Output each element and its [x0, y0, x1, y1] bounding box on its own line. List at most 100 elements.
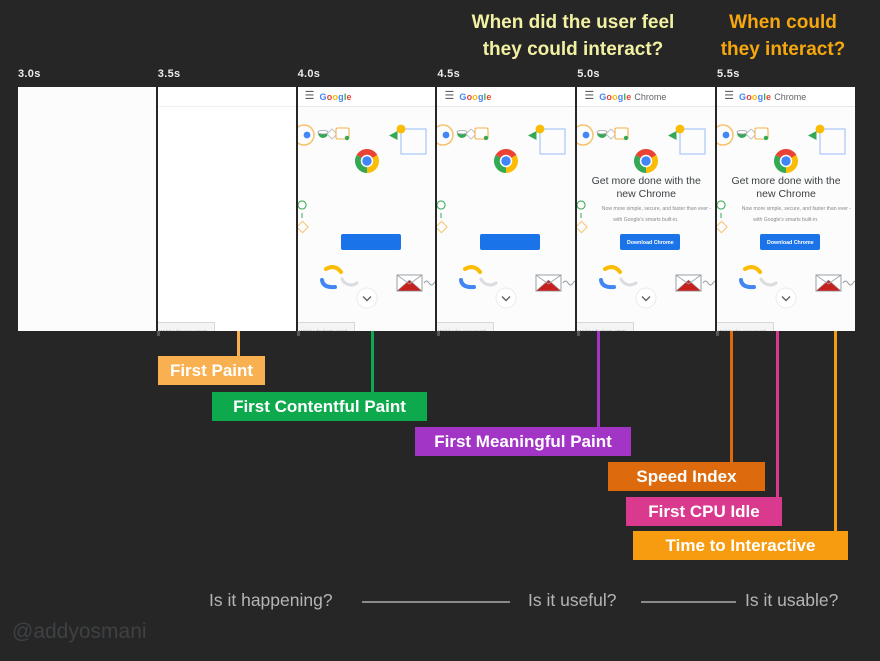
doodle-cup-icon [457, 133, 468, 138]
metric-label: Time to Interactive [665, 535, 816, 555]
google-logo-letter: l [483, 91, 487, 102]
google-logo-letter: o [332, 91, 339, 102]
doodle-squiggle-gray [340, 277, 359, 287]
page-header: ☰ Google [157, 87, 296, 107]
chrome-logo-icon [354, 149, 379, 173]
scroll-down-button [356, 287, 378, 309]
google-logo-letter: g [617, 91, 624, 102]
metric-connector-line [371, 331, 374, 392]
download-chrome-label: Download Chrome [626, 239, 674, 245]
menu-icon: ☰ [724, 90, 735, 102]
page-heading-line1: Get more done with the [731, 175, 841, 187]
doodle-diamond [605, 128, 617, 140]
envelope-fold [396, 274, 422, 285]
page-header: ☰ Google [437, 87, 576, 107]
filmstrip-frame: ☰ Google Chrome [577, 87, 716, 331]
doodle-calendar-dot [484, 135, 489, 141]
doodle-squiggle-yellow [323, 265, 343, 274]
metric-label-box: First CPU Idle [626, 497, 782, 526]
page-heading-line2: new Chrome [616, 188, 676, 200]
doodle-circle-outline [717, 124, 734, 146]
scroll-down-button [495, 287, 517, 309]
google-logo-letter: o [612, 91, 618, 102]
status-text: Waiting for fonts.googl- [298, 328, 348, 331]
doodle-decorations [437, 124, 576, 309]
google-logo: Google [459, 92, 491, 102]
frame-boundary-tick [297, 331, 300, 336]
metric-connector-line [730, 331, 733, 462]
doodle-circle-outline [297, 124, 315, 146]
page-subtext-line1: Now more simple, secure, and faster than… [602, 205, 712, 212]
footer-divider-line [362, 601, 510, 603]
browser-status-bar: Waiting for www.googl- [717, 322, 775, 331]
envelope-fold [676, 274, 702, 285]
question-user-feel: When did the user feel they could intera… [463, 9, 683, 63]
frame-boundary-tick [577, 331, 580, 336]
envelope-fold [536, 274, 562, 285]
page-heading: Get more done with the new Chrome [717, 175, 855, 201]
doodle-squiggle-yellow [603, 265, 623, 274]
google-logo-letter: o [466, 91, 473, 102]
google-logo: Google [320, 92, 352, 102]
metric-label-box: First Meaningful Paint [415, 427, 631, 456]
doodle-calendar-dot [624, 135, 629, 141]
google-logo: Google [599, 92, 631, 102]
google-logo-letter: o [472, 91, 478, 102]
status-text: Waiting for fonts.gstati- [577, 328, 628, 331]
google-logo-letter: l [763, 91, 767, 102]
browser-status-bar: Waiting for www.googl- [157, 322, 215, 331]
footer-divider-line [641, 601, 736, 603]
download-chrome-button: Download Chrome [480, 234, 541, 250]
metric-label: First Paint [169, 360, 254, 380]
doodle-cup-top [596, 130, 608, 135]
chrome-logo-icon [774, 149, 799, 173]
doodle-blue-dot [303, 131, 311, 139]
chevron-down-icon [781, 296, 791, 302]
doodle-pin-icon [437, 200, 447, 218]
doodle-cup-icon [597, 133, 608, 138]
metric-label: First CPU Idle [648, 501, 760, 521]
doodle-decorations [577, 124, 716, 309]
doodle-square-outline [400, 128, 427, 155]
google-logo-letter: o [606, 91, 613, 102]
metric-connector-line [776, 331, 779, 497]
envelope-flap [535, 279, 563, 292]
doodle-pin-icon [297, 200, 307, 218]
time-label: 4.5s [437, 68, 460, 80]
metric-label: First Meaningful Paint [434, 431, 612, 451]
frame-boundary-tick [716, 331, 719, 336]
doodle-green-arrow [388, 131, 398, 140]
wavy-line [423, 280, 436, 286]
doodle-decorations [717, 124, 855, 309]
doodle-diamond-yellow [577, 220, 589, 234]
doodle-cup-top [736, 130, 748, 135]
doodle-calendar-dot [344, 135, 349, 141]
watermark: @addyosmani [12, 620, 147, 643]
page-subtext-line1: Now more simple, secure, and faster than… [741, 205, 852, 212]
menu-icon: ☰ [584, 90, 595, 102]
doodle-squiggle-blue [599, 278, 617, 290]
time-label: 3.5s [157, 68, 181, 80]
doodle-circle-outline [437, 124, 455, 146]
wavy-line [702, 280, 716, 286]
chrome-wordmark: Chrome [634, 91, 667, 102]
metric-connector-line [597, 331, 600, 427]
doodle-diamond-yellow [297, 220, 309, 234]
doodle-squiggle-gray [479, 277, 498, 287]
envelope-flap [395, 279, 423, 292]
doodle-squiggle-gray [619, 277, 638, 287]
doodle-pin-icon [577, 200, 586, 218]
doodle-calendar-dot [763, 135, 769, 141]
page-header: ☰ Google [297, 87, 436, 107]
google-logo: Google [739, 92, 771, 102]
google-logo-letter: o [326, 91, 333, 102]
frame-boundary-tick [437, 331, 440, 336]
metric-connector-line [834, 331, 837, 531]
doodle-diamond-yellow [717, 220, 729, 234]
page-heading: Get more done with the new Chrome [577, 175, 715, 201]
question-user-feel-line1: When did the user feel [471, 12, 675, 33]
chevron-down-icon [501, 296, 511, 302]
doodle-circle-outline [577, 124, 595, 146]
